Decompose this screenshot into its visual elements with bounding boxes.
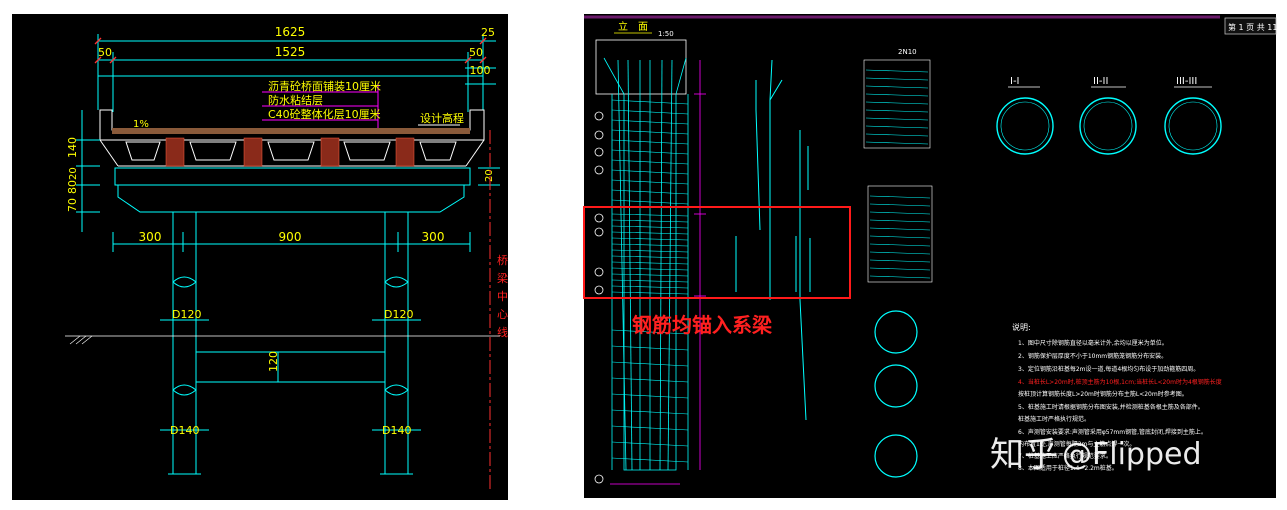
note-concrete-layer: C40砼整体化层10厘米	[268, 107, 381, 121]
note-line-11: 8、本图适用于桩径1.4~2.2m桩基。	[1018, 464, 1118, 472]
dim-left-offset: 50	[98, 46, 112, 59]
stirrup-bundle-top	[863, 59, 931, 149]
dim-span-mid: 900	[279, 230, 302, 244]
elevation-scale: 1:50	[658, 30, 674, 38]
section-3-label: III-III	[1176, 76, 1197, 87]
section-views	[996, 97, 1222, 155]
centerline-char-3: 中	[497, 290, 508, 303]
col-right-diameter: D120	[384, 308, 413, 321]
note-waterproof-layer: 防水粘结层	[268, 93, 323, 107]
tie-beam-height: 120	[267, 351, 280, 372]
watermark-brand: 知乎	[990, 435, 1058, 475]
elevation-callouts	[594, 111, 604, 484]
note-line-8: 6、声测管安装要求:声测管采用φ57mm钢管,管底封闭,焊接到主筋上。	[1018, 428, 1207, 436]
dim-total-width: 1625	[275, 25, 306, 39]
note-line-3: 3、定位钢筋沿桩基每2m设一道,每道4根均匀布设于加劲箍筋四周。	[1018, 365, 1199, 373]
overlay-caption: 钢筋均锚入系梁	[632, 313, 773, 337]
note-line-10: 7、桩基施工应严格执行规范要求。	[1018, 452, 1112, 460]
deck-notes: 沥青砼桥面铺装10厘米 防水粘结层 C40砼整体化层10厘米 设计高程 1%	[133, 80, 464, 130]
centerline-char-2: 梁	[497, 271, 508, 285]
elevation-dims	[610, 60, 706, 485]
note-line-5: 按桩顶计算钢筋长度L>20m时钢筋分布主筋L<20m时参考图。	[1018, 390, 1188, 398]
cap-beam	[114, 167, 471, 213]
stirrup-bundle-bottom	[867, 185, 933, 283]
watermark-handle: @Flipped	[1062, 437, 1202, 472]
sheet-label: 第 1 页 共 11 页	[1228, 22, 1287, 32]
highlight-box	[583, 206, 851, 299]
pile-right-diameter: D140	[382, 424, 411, 437]
section-2-label: II-II	[1093, 76, 1108, 87]
note-line-7: 桩基施工时严格执行规范。	[1018, 415, 1090, 423]
stirrup-circles	[874, 310, 918, 478]
detail-label-2n10: 2N10	[898, 48, 917, 56]
note-line-1: 1、图中尺寸除钢筋直径以毫米计外,余均以厘米为单位。	[1018, 339, 1168, 347]
note-design-elevation: 设计高程	[420, 111, 464, 125]
pile-left-diameter: D140	[170, 424, 199, 437]
section-1-label: I-I	[1010, 76, 1020, 87]
right-drawing-panel: 第 1 页 共 11 页 立 面 1:50	[583, 14, 1287, 498]
dim-h20-right: 20	[484, 169, 495, 182]
centerline-char-1: 桥	[497, 254, 508, 267]
dim-span-left: 300	[139, 230, 162, 244]
notes-block: 说明: 1、图中尺寸除钢筋直径以毫米计外,余均以厘米为单位。 2、钢筋保护层厚度…	[1012, 322, 1222, 472]
col-left-diameter: D120	[172, 308, 201, 321]
ground-hatch	[69, 335, 93, 345]
dim-h80: 80	[66, 180, 79, 194]
left-vertical-dims	[76, 110, 100, 232]
note-line-2: 2、钢筋保护层厚度不小于10mm钢筋笼钢筋分布安装。	[1018, 352, 1167, 360]
notes-title: 说明:	[1012, 322, 1031, 332]
dim-h20: 20	[68, 167, 79, 180]
top-dimensions	[97, 34, 496, 112]
box-girder-cells	[125, 141, 457, 161]
bridge-centerline: 桥 梁 中 心 线	[489, 130, 508, 490]
pile-elevation	[595, 39, 689, 471]
dimension-ticks	[94, 37, 487, 64]
hinge-joints	[165, 137, 415, 167]
dim-span-right: 300	[422, 230, 445, 244]
spiral-stirrups	[611, 99, 689, 463]
centerline-char-4: 心	[497, 308, 508, 321]
centerline-char-5: 线	[497, 325, 508, 339]
dim-h70: 70	[66, 198, 79, 212]
note-line-4: 4、当桩长L>20m时,桩顶主筋为10根,1cm;当桩长L<20m时为4根钢筋长…	[1018, 378, 1222, 386]
note-line-9: 内布置1处,声测管每隔2m与主筋点焊一次。	[1018, 440, 1135, 448]
column-dim-marks	[160, 319, 421, 431]
dim-right-depth: 100	[470, 64, 491, 77]
dim-h140: 140	[66, 137, 79, 158]
elevation-title: 立 面	[618, 20, 648, 33]
dim-inner-width: 1525	[275, 45, 306, 59]
slope-label: 1%	[133, 119, 149, 130]
watermark: 知乎 @Flipped	[990, 435, 1202, 475]
note-asphalt-layer: 沥青砼桥面铺装10厘米	[268, 80, 381, 93]
left-drawing-panel: 1625 25 1525 50 50 100 沥青砼桥面铺装10厘米 防水粘结层…	[12, 14, 508, 500]
left-panel-background	[12, 14, 508, 500]
bar-details	[735, 59, 811, 421]
dim-right-offset: 50	[469, 46, 483, 59]
dim-right-edge: 25	[481, 26, 495, 39]
note-line-6: 5、桩基施工时请根据钢筋分布图安装,并检测桩基各根主筋及各部件。	[1018, 403, 1204, 411]
sheet-label-box	[1224, 17, 1277, 35]
